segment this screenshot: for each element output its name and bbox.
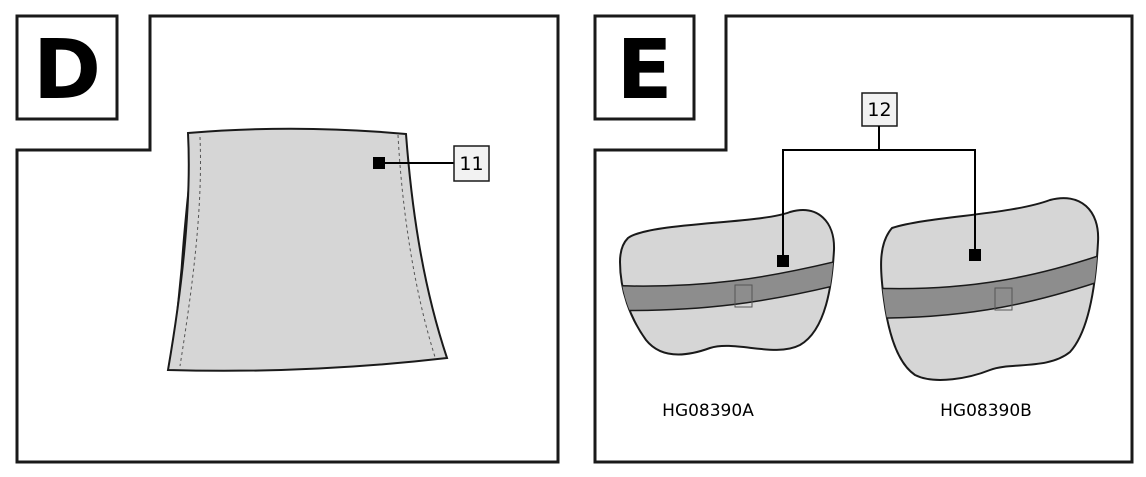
callout-11-box — [453, 145, 490, 182]
belt-seam-right — [397, 134, 436, 358]
pillow-b-strap-buckle — [994, 287, 1013, 311]
belt-body — [166, 127, 449, 372]
waist-belt-illustration — [166, 127, 449, 372]
panel-e-letter-box — [593, 14, 696, 121]
callout-12: 12 — [777, 92, 981, 267]
panel-d-letter: D — [33, 23, 101, 118]
callout-12-label: 12 — [867, 99, 891, 121]
callout-12-marker-b — [969, 249, 981, 261]
pillow-a-strap — [620, 257, 835, 312]
panel-d-letter-box — [15, 14, 119, 121]
callout-11: 11 — [373, 145, 490, 182]
panel-e: E 12 — [593, 14, 1134, 464]
panel-e-letter: E — [616, 23, 672, 118]
callout-12-box — [861, 92, 898, 127]
model-label-b: HG08390B — [940, 401, 1032, 421]
callout-11-marker — [373, 157, 385, 169]
pillow-b-strap — [881, 250, 1099, 319]
pillow-a-illustration — [618, 209, 836, 356]
callout-12-leader — [782, 149, 976, 262]
callout-12-marker-a — [777, 255, 789, 267]
model-label-a: HG08390A — [662, 401, 754, 421]
pillow-a-strap-buckle — [734, 284, 753, 308]
panel-d: D 11 — [15, 14, 560, 464]
callout-11-label: 11 — [459, 153, 483, 175]
pillow-b-illustration — [880, 197, 1100, 381]
